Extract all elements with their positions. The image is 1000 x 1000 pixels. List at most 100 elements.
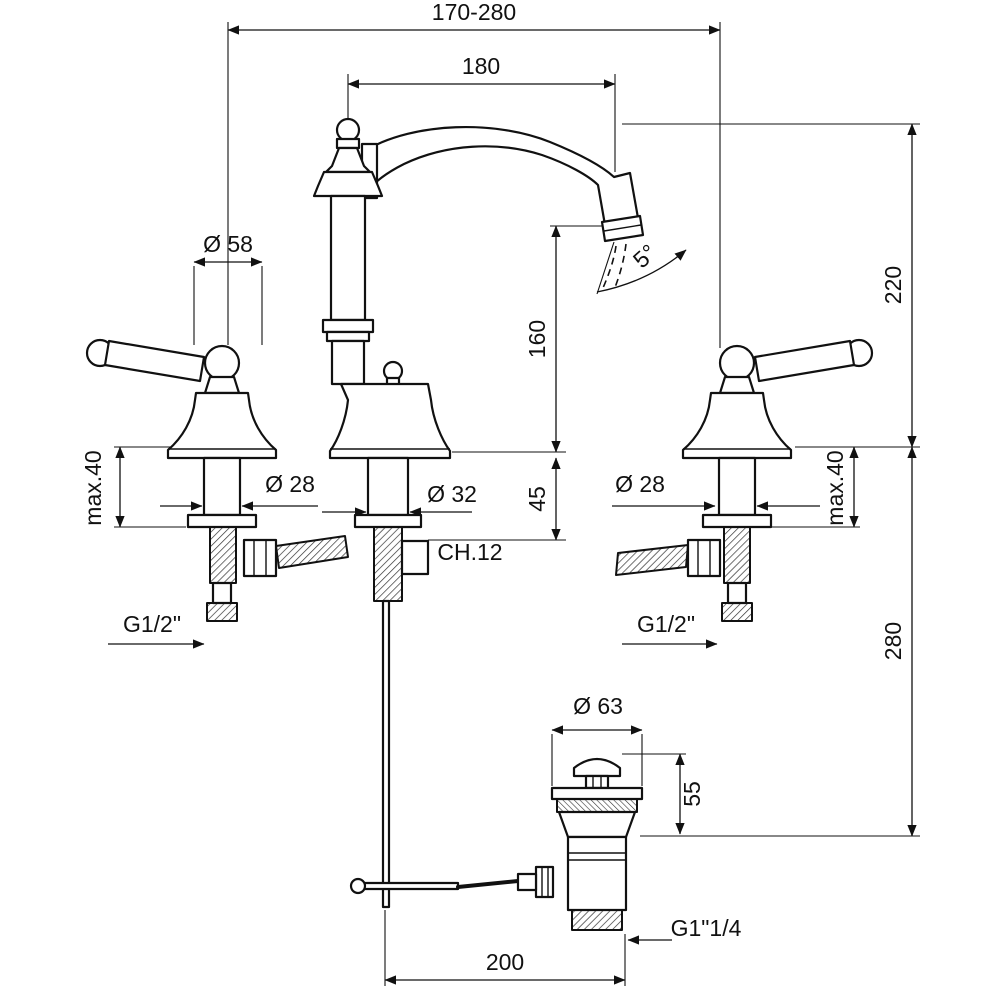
drain-lever-tee bbox=[516, 872, 538, 892]
drain-tailpipe bbox=[571, 909, 623, 931]
right-threaded-shank bbox=[723, 526, 751, 584]
dim-d28-left-label: Ø 28 bbox=[265, 471, 315, 497]
drain-plug-cap bbox=[572, 757, 622, 778]
dim-200-label: 200 bbox=[486, 949, 524, 975]
left-shank bbox=[202, 456, 242, 517]
popup-rod-ball bbox=[349, 877, 367, 895]
dim-d58-label: Ø 58 bbox=[203, 231, 253, 257]
right-compression-nut bbox=[686, 538, 722, 578]
dim-280-label: 280 bbox=[880, 622, 906, 660]
dim-d28-right-label: Ø 28 bbox=[615, 471, 665, 497]
right-tailpiece bbox=[721, 602, 753, 622]
dim-thread-left: G1/2" bbox=[108, 611, 205, 649]
extension-lines bbox=[114, 22, 920, 986]
dim-d32-label: Ø 32 bbox=[427, 481, 477, 507]
aerator-band bbox=[603, 224, 642, 232]
dim-220-label: 220 bbox=[880, 266, 906, 304]
water-drip-2 bbox=[613, 243, 627, 291]
dim-max40-left-label: max.40 bbox=[80, 450, 106, 525]
drain-seal bbox=[556, 798, 638, 813]
dim-d63-label: Ø 63 bbox=[573, 693, 623, 719]
popup-rod bbox=[349, 599, 520, 909]
dim-5deg-label: 5° bbox=[628, 239, 662, 273]
dim-160-label: 160 bbox=[524, 320, 550, 358]
dim-55-label: 55 bbox=[679, 781, 705, 807]
spout-finial-ball bbox=[335, 117, 361, 143]
left-lower-shank bbox=[211, 581, 233, 605]
left-threaded-shank bbox=[209, 526, 237, 584]
dim-shank-right: Ø 28 bbox=[612, 471, 820, 511]
dim-max-deck-left: max.40 bbox=[80, 446, 125, 528]
right-shank bbox=[717, 456, 757, 517]
body-shank bbox=[366, 456, 410, 517]
left-tailpiece bbox=[206, 602, 238, 622]
right-flange bbox=[701, 513, 773, 529]
spout-capital bbox=[312, 170, 384, 198]
angle-arc bbox=[596, 249, 687, 293]
spout-body bbox=[312, 117, 645, 602]
left-lever bbox=[103, 339, 206, 383]
body-threaded-shank bbox=[373, 526, 403, 602]
left-flex-hose bbox=[275, 535, 349, 569]
left-flange bbox=[186, 513, 258, 529]
popup-drain bbox=[516, 757, 644, 931]
dim-g12-right-label: G1/2" bbox=[637, 611, 695, 637]
dim-spout-reach-label: 180 bbox=[462, 53, 500, 79]
angle-reference-line bbox=[596, 241, 615, 295]
dim-spout-height: 160 bbox=[524, 225, 561, 453]
dim-45-label: 45 bbox=[524, 486, 550, 512]
left-lever-joint bbox=[203, 344, 241, 382]
dim-spout-reach: 180 bbox=[347, 53, 616, 89]
ch12-square bbox=[400, 539, 430, 576]
dim-aerator-height: 45 bbox=[524, 457, 561, 541]
dim-drain-offset: 200 bbox=[384, 949, 626, 985]
right-lever-joint bbox=[718, 344, 756, 382]
drain-lever-nut bbox=[534, 865, 555, 899]
right-lever bbox=[753, 339, 856, 383]
popup-rod-shaft bbox=[381, 599, 391, 909]
dim-ch12-label: CH.12 bbox=[437, 539, 502, 565]
spout-finial-collar bbox=[335, 137, 361, 150]
dim-g114-label: G1"1/4 bbox=[671, 915, 742, 941]
water-drip-1 bbox=[602, 245, 617, 289]
dim-drain-height: 55 bbox=[675, 753, 705, 835]
column-ring-lower bbox=[325, 330, 371, 343]
body-flange bbox=[353, 513, 423, 529]
dim-drain-thread: G1"1/4 bbox=[627, 915, 742, 945]
drain-body bbox=[566, 835, 628, 912]
column-ring-upper bbox=[321, 318, 375, 334]
right-handle-bell bbox=[681, 391, 793, 460]
column-lower bbox=[330, 339, 366, 386]
left-handle-stem bbox=[203, 375, 241, 395]
dim-g12-left-label: G1/2" bbox=[123, 611, 181, 637]
dim-total-height: 220 bbox=[880, 123, 917, 448]
drain-flange bbox=[550, 786, 644, 801]
right-handle bbox=[615, 338, 874, 622]
dim-handle-diameter: Ø 58 bbox=[193, 231, 263, 267]
dim-max-deck-right: max.40 bbox=[822, 446, 859, 528]
right-flex-hose bbox=[615, 544, 689, 576]
popup-link-rod bbox=[456, 879, 520, 889]
spout-arm bbox=[364, 125, 640, 227]
right-lower-shank bbox=[726, 581, 748, 605]
spout-column bbox=[329, 194, 367, 322]
dim-under-counter-depth: 280 bbox=[880, 446, 917, 837]
right-handle-stem bbox=[718, 375, 756, 395]
drain-plug-stem bbox=[584, 774, 610, 790]
dim-thread-right: G1/2" bbox=[622, 611, 718, 649]
dim-wrench-size: CH.12 bbox=[437, 539, 502, 565]
dim-overall-width-label: 170-280 bbox=[432, 0, 516, 25]
left-handle-bell bbox=[166, 391, 278, 460]
dim-shank-left: Ø 28 bbox=[160, 471, 318, 511]
left-compression-nut bbox=[242, 538, 278, 578]
dim-max40-right-label: max.40 bbox=[822, 450, 848, 525]
popup-rod-crossbar bbox=[358, 881, 460, 891]
dim-spout-angle: 5° bbox=[596, 239, 687, 295]
left-handle bbox=[85, 338, 349, 622]
dim-shank-center: Ø 32 bbox=[322, 481, 477, 517]
dim-overall-width: 170-280 bbox=[227, 0, 721, 35]
body-bell bbox=[328, 382, 452, 460]
dim-drain-flange: Ø 63 bbox=[551, 693, 643, 735]
